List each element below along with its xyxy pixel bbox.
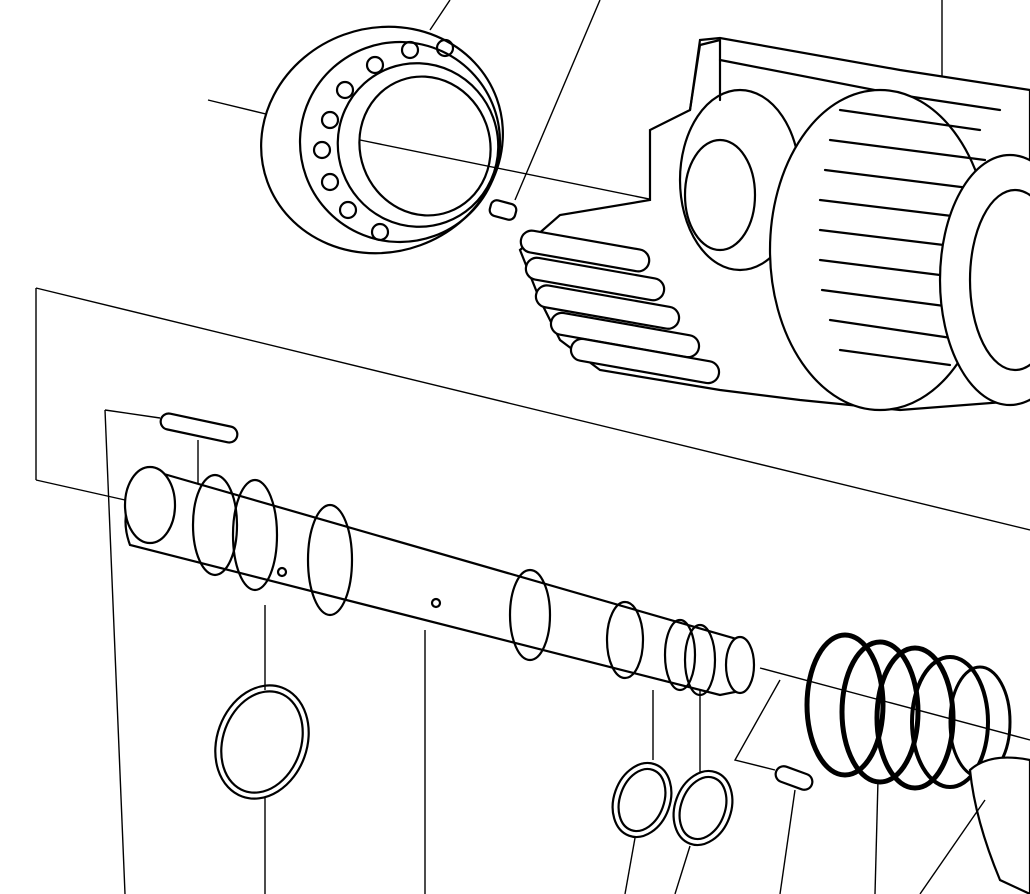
thrust-washer	[968, 756, 1030, 894]
bearing-rollers	[312, 38, 455, 242]
dowel-pin	[488, 199, 518, 221]
bearing	[260, 25, 504, 255]
pin	[733, 679, 814, 791]
shaft	[123, 465, 756, 697]
snap-ring	[214, 684, 310, 800]
spline-ridges	[519, 229, 721, 385]
gear-hub	[518, 36, 1030, 412]
axis-line-lower	[759, 667, 1030, 741]
assembly-frame-lines	[35, 287, 1030, 894]
key	[159, 412, 239, 485]
top-leader-lines	[207, 0, 943, 201]
coil-spring	[804, 632, 1012, 791]
bottom-leader-lines	[264, 605, 986, 894]
seal-rings	[611, 761, 734, 847]
